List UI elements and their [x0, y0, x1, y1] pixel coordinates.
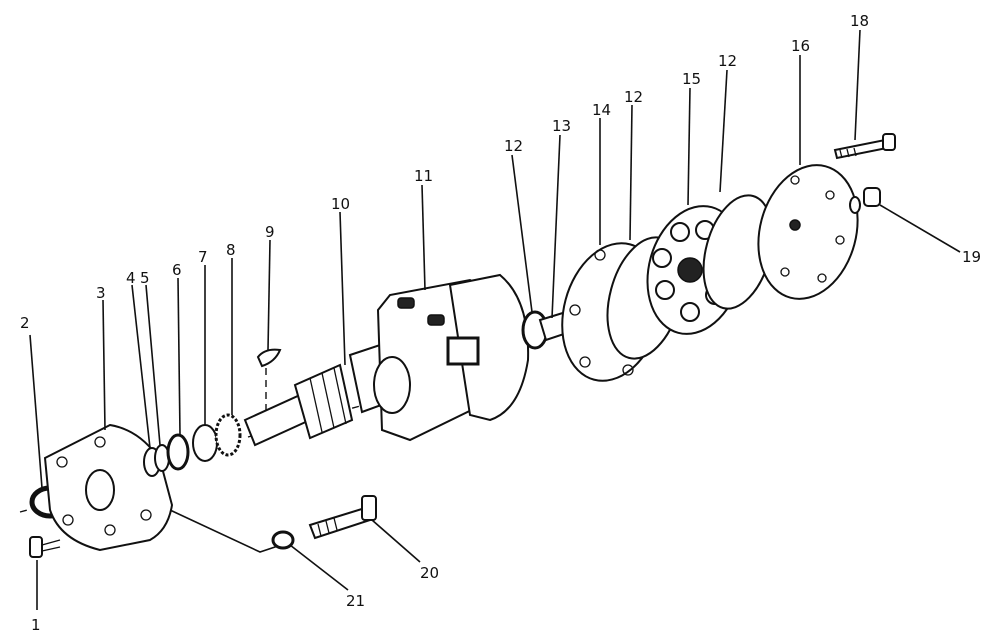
label-3: 3 [96, 284, 106, 302]
label-4: 4 [126, 269, 136, 287]
part-1-screw [29, 536, 61, 558]
part-16-end-cover [757, 164, 859, 300]
label-7: 7 [198, 248, 208, 266]
part-8-bearing [214, 413, 242, 457]
part-7-washer [192, 424, 218, 462]
label-12-b: 12 [624, 88, 643, 106]
label-12-c: 12 [718, 52, 737, 70]
label-19: 19 [962, 248, 981, 266]
label-13: 13 [552, 117, 571, 135]
label-6: 6 [172, 261, 182, 279]
label-16: 16 [791, 37, 810, 55]
part-18-bolt [833, 133, 896, 160]
label-2: 2 [20, 314, 30, 332]
part-9-key [256, 348, 282, 368]
label-18: 18 [850, 12, 869, 30]
part-6-ring [166, 433, 190, 471]
label-8: 8 [226, 241, 236, 259]
leader-lines [29, 29, 961, 610]
label-21: 21 [346, 592, 365, 610]
label-12-a: 12 [504, 137, 523, 155]
part-19-plug [849, 187, 881, 214]
part-20-bolt [308, 495, 377, 540]
part-21-washer [271, 530, 295, 550]
label-11: 11 [414, 167, 433, 185]
label-10: 10 [331, 195, 350, 213]
label-1: 1 [31, 616, 41, 634]
bolt-axis-line [169, 509, 291, 553]
part-3-flange [43, 423, 174, 552]
label-15: 15 [682, 70, 701, 88]
label-5: 5 [140, 269, 150, 287]
label-20: 20 [420, 564, 439, 582]
label-14: 14 [592, 101, 611, 119]
label-9: 9 [265, 223, 275, 241]
part-11-housing [373, 273, 530, 442]
